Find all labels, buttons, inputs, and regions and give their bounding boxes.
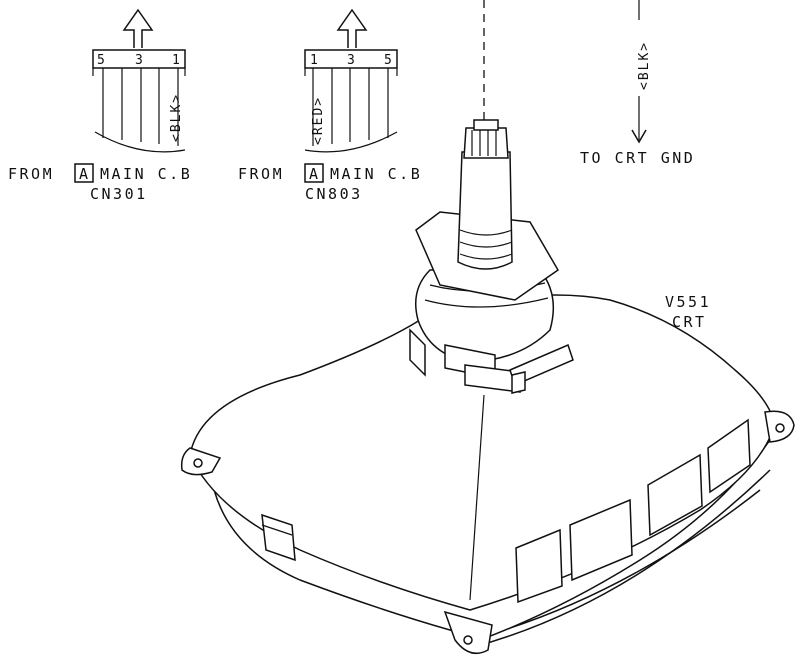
pin-header [304, 49, 398, 69]
pin-label: 3 [347, 53, 355, 68]
mounting-ear [180, 447, 222, 476]
pin-label: 5 [97, 53, 105, 68]
from-label: FROM [238, 165, 284, 183]
mounting-ear [764, 410, 795, 443]
pin-label: 1 [172, 53, 180, 68]
connector-cn803: 1 3 5 <RED> FROM A MAIN C.B CN803 [238, 8, 422, 203]
wire-bundle [94, 68, 186, 153]
ground-destination: TO CRT GND [580, 149, 695, 167]
connector-cn301: 5 3 1 <BLK> FROM A MAIN C.B CN301 [8, 8, 192, 203]
board-name: MAIN C.B [100, 165, 192, 183]
ground-lead: <BLK> TO CRT GND [580, 0, 695, 167]
up-arrow-icon [122, 8, 154, 48]
wire-color-label: <RED> [311, 96, 326, 145]
pin-label: 5 [384, 53, 392, 68]
wire-bundle [304, 68, 398, 153]
up-arrow-icon [336, 8, 368, 48]
board-letter-box [74, 163, 94, 183]
pin-header [92, 49, 186, 69]
wire-color-label: <BLK> [169, 93, 184, 142]
connector-id: CN803 [305, 185, 363, 203]
crt-ref-label: V551 [665, 293, 711, 311]
pin-label: 3 [135, 53, 143, 68]
crt-neck [457, 151, 513, 270]
board-letter-box [304, 163, 324, 183]
board-letter: A [79, 165, 91, 183]
deflection-yoke [409, 119, 574, 394]
board-name: MAIN C.B [330, 165, 422, 183]
mounting-ear [443, 610, 493, 655]
wire-color-label: <BLK> [637, 41, 652, 90]
connector-id: CN301 [90, 185, 148, 203]
crt-name-label: CRT [672, 313, 707, 331]
down-arrow-icon [631, 129, 647, 144]
crt-tube [180, 294, 795, 655]
pin-label: 1 [310, 53, 318, 68]
board-letter: A [309, 165, 321, 183]
from-label: FROM [8, 165, 54, 183]
